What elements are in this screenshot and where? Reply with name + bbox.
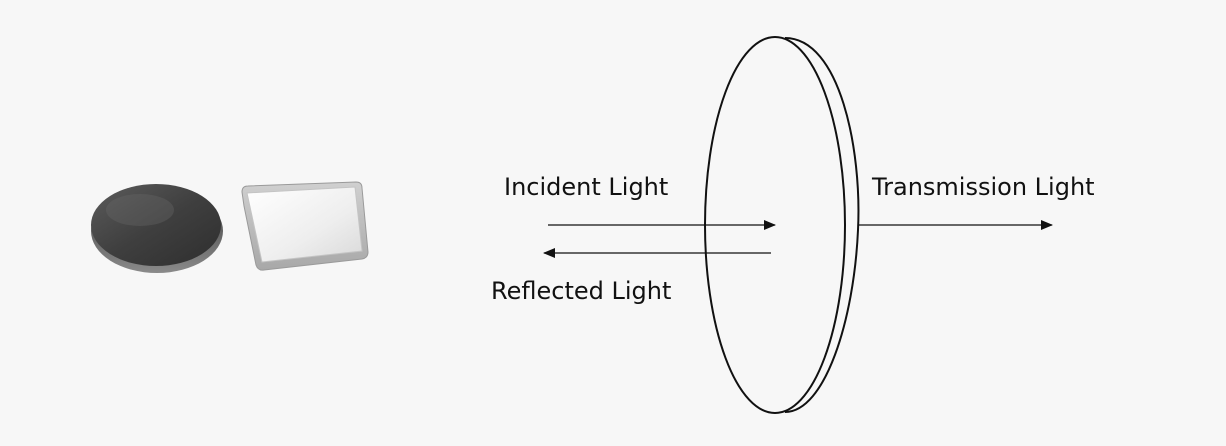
reflected-light-label: Reflected Light	[491, 277, 671, 305]
incident-light-label: Incident Light	[504, 173, 668, 201]
round-filter-face	[91, 184, 221, 266]
lens-rim	[784, 37, 860, 413]
round-filter-sample	[91, 184, 223, 273]
transmission-light-label: Transmission Light	[871, 173, 1095, 201]
round-filter-highlight	[106, 194, 174, 226]
square-filter-face	[246, 186, 363, 263]
square-filter-sample	[241, 181, 369, 271]
